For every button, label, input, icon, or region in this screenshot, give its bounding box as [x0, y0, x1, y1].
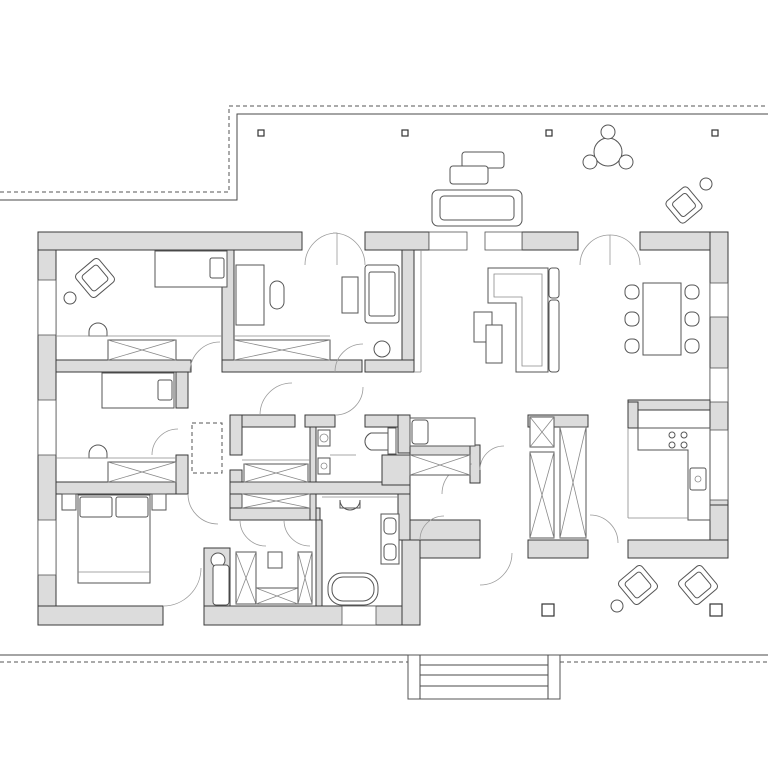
window [709, 367, 729, 403]
dressing-room [210, 551, 313, 606]
nightstand [151, 493, 167, 511]
chair [88, 444, 108, 459]
sun-lounger [449, 165, 489, 185]
sofa-arm [548, 267, 560, 299]
window [341, 605, 377, 626]
armchair [665, 186, 703, 224]
cooktop-burner [680, 441, 688, 449]
round-table [593, 137, 623, 167]
chair [624, 338, 640, 354]
toilet [364, 432, 389, 451]
pillow [115, 496, 149, 518]
cooktop-burner [668, 431, 676, 439]
toilet-tank [387, 427, 397, 455]
side-table [373, 340, 391, 358]
cooktop-burner [668, 441, 676, 449]
bench [212, 564, 230, 606]
window [428, 231, 468, 251]
pillow [79, 496, 113, 518]
living-room [414, 250, 560, 373]
window [37, 519, 57, 576]
corner-sofa [487, 267, 549, 373]
stool [582, 154, 598, 170]
windows [37, 231, 729, 626]
pillow [209, 257, 225, 279]
wardrobe-closet [241, 459, 311, 509]
sink [689, 467, 707, 491]
wc [317, 417, 476, 475]
side-table [63, 291, 77, 305]
chair [624, 311, 640, 327]
post [545, 129, 553, 137]
stool [618, 154, 634, 170]
terrace-posts [257, 129, 723, 617]
toilet [339, 499, 361, 511]
site-outline [0, 105, 768, 663]
dining [624, 282, 700, 356]
post [541, 603, 555, 617]
chair [88, 322, 108, 337]
study [233, 264, 331, 361]
post [711, 129, 719, 137]
sink [317, 429, 331, 447]
chair [624, 284, 640, 300]
chair [269, 280, 285, 310]
window [709, 282, 729, 318]
armchair [75, 258, 115, 298]
terrace [431, 124, 718, 613]
utility [409, 454, 471, 476]
dining-table [642, 282, 682, 356]
cooktop-burner [680, 431, 688, 439]
kitchen [529, 416, 711, 539]
chair [684, 311, 700, 327]
armchair [678, 565, 718, 605]
master-bedroom [61, 493, 167, 584]
pillow [157, 379, 173, 401]
window [37, 399, 57, 456]
armchair [618, 565, 658, 605]
post [257, 129, 265, 137]
bedroom-2 [56, 372, 177, 483]
window [709, 429, 729, 501]
bathroom [322, 496, 400, 606]
post [401, 129, 409, 137]
window [37, 279, 57, 336]
counter [637, 427, 711, 521]
desk [235, 264, 265, 326]
sofa-back [548, 299, 560, 373]
post [709, 603, 723, 617]
corridor-rug [191, 422, 223, 474]
coffee-table-2 [485, 324, 503, 364]
stool [600, 124, 616, 140]
chair [684, 284, 700, 300]
window [484, 231, 523, 251]
side-table [610, 599, 624, 613]
nightstand [61, 493, 77, 511]
cabinet [341, 276, 359, 314]
hall [341, 264, 400, 358]
wardrobe-small [267, 551, 283, 569]
bedroom-1 [56, 250, 228, 361]
sink-2 [317, 457, 331, 475]
chair [684, 338, 700, 354]
side-table [699, 177, 713, 191]
entrance-steps [407, 654, 561, 700]
